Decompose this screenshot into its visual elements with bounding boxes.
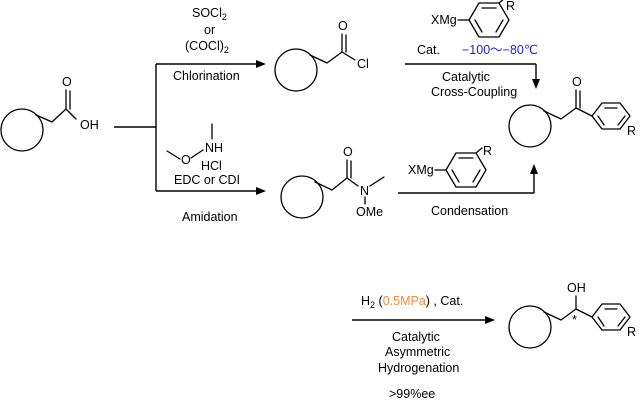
chiral-alcohol: OH * R	[508, 281, 636, 349]
reagent-edc-cdi: EDC or CDI	[174, 173, 240, 187]
aryl-ketone: O R	[508, 75, 636, 148]
grignard-prefix: XMg	[408, 163, 434, 177]
n-methyl-bond	[369, 176, 385, 187]
grignard-benzene	[468, 2, 510, 38]
substituent-r: R	[506, 0, 515, 13]
label-ee: >99%ee	[389, 387, 435, 401]
label-hydrogenation-3: Hydrogenation	[378, 361, 459, 375]
label-cross-coupling: Cross-Coupling	[431, 85, 517, 99]
reagent-socl2: SOCl2	[192, 6, 227, 22]
benzene-double-bond	[474, 19, 483, 33]
arrowhead	[530, 164, 538, 174]
benzene-double-bond	[472, 169, 481, 183]
r-bond	[475, 147, 483, 154]
benzene-double-bond	[597, 316, 605, 327]
amide-carbonyl-o: O	[343, 145, 353, 159]
grignard-benzene	[445, 152, 487, 188]
ring-placeholder	[508, 104, 552, 148]
alcohol-chain	[543, 308, 593, 321]
amine-o: O	[181, 153, 191, 167]
carboxylic-acid: O OH	[0, 75, 99, 152]
hydrogen-conditions: H2 (0.5MPa) , Cat.	[361, 294, 463, 310]
acyl-carbonyl-o: O	[338, 19, 348, 33]
amidation-reagents: NH O HCl EDC or CDI Amidation	[166, 123, 240, 224]
hydrogenation-step: H2 (0.5MPa) , Cat. Catalytic Asymmetric …	[352, 294, 495, 401]
label-hydrogenation-2: Asymmetric	[385, 345, 450, 359]
chlorination-reagents: SOCl2 or (COCl)2 Chlorination	[173, 6, 240, 83]
n-o-bond	[190, 149, 204, 159]
cross-coupling-route: XMg R Cat. −100～−80℃ Catalytic Cross-Cou…	[405, 0, 540, 99]
acyl-chloride-cl: Cl	[357, 57, 369, 71]
amide-ome: OMe	[356, 205, 383, 219]
acid-hydroxyl: OH	[80, 118, 99, 132]
label-amidation: Amidation	[182, 210, 238, 224]
arrowhead	[256, 60, 266, 68]
benzene-double-bond	[451, 169, 460, 183]
amide-chain	[314, 177, 359, 191]
arrowhead	[485, 316, 495, 324]
stereocenter-mark: *	[572, 313, 577, 327]
branch-arrows	[114, 60, 266, 195]
ketone-chain	[543, 107, 593, 120]
label-hydrogenation-1: Catalytic	[392, 330, 440, 344]
reagent-hcl: HCl	[201, 159, 222, 173]
weinreb-amide: O N OMe	[280, 145, 385, 219]
acid-chain	[35, 108, 77, 123]
acid-chloride: O Cl	[274, 19, 369, 92]
aryl-benzene	[591, 102, 631, 130]
temperature-range: −100～−80℃	[462, 43, 538, 57]
benzene-double-bond	[617, 115, 626, 126]
benzene-double-bond	[617, 316, 626, 327]
amide-n: N	[360, 184, 369, 198]
label-cat: Cat.	[417, 43, 440, 57]
acyl-chain	[309, 51, 356, 64]
r-bond	[498, 0, 504, 4]
benzene-double-bond	[495, 19, 504, 33]
reagent-cocl2: (COCl)2	[185, 39, 229, 55]
substituent-r: R	[483, 144, 492, 158]
ring-placeholder	[274, 48, 318, 92]
substituent-r: R	[627, 124, 636, 138]
arrowhead	[532, 79, 540, 89]
reagent-or: or	[204, 23, 215, 37]
ring-placeholder	[280, 175, 324, 219]
condensation-route: XMg R Condensation	[398, 144, 538, 218]
substituent-r: R	[627, 325, 636, 339]
alcohol-oh: OH	[567, 281, 586, 295]
ketone-carbonyl-o: O	[572, 75, 582, 89]
label-chlorination: Chlorination	[173, 69, 240, 83]
aryl-benzene	[591, 303, 631, 331]
arrowhead	[256, 187, 266, 195]
acid-carbonyl-o: O	[62, 75, 72, 89]
benzene-double-bond	[597, 115, 605, 126]
label-catalytic: Catalytic	[442, 70, 490, 84]
grignard-prefix: XMg	[431, 13, 457, 27]
o-methyl-bond	[166, 150, 181, 160]
ring-placeholder	[508, 305, 552, 349]
amine-nh: NH	[205, 141, 223, 155]
label-condensation: Condensation	[431, 204, 508, 218]
ring-placeholder	[0, 108, 44, 152]
